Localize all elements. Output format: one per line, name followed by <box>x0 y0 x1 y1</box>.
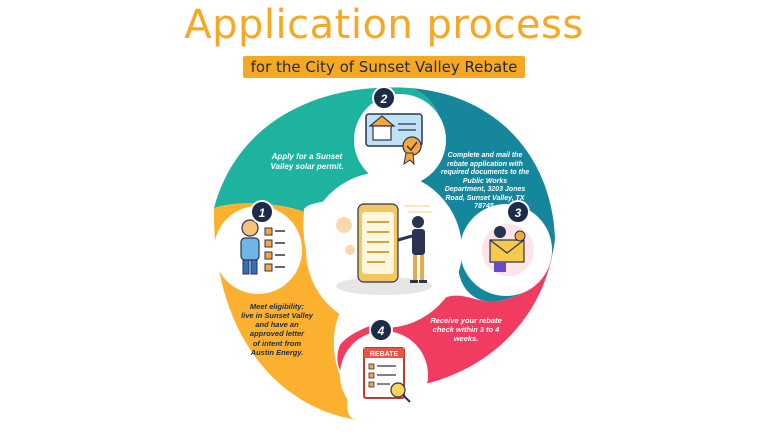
person-checklist-icon <box>240 219 285 275</box>
step-3-number: 3 <box>515 206 522 220</box>
step-3-text: Complete and mail the rebate application… <box>440 152 530 211</box>
step-4-number: 4 <box>377 324 385 338</box>
step-1-number: 1 <box>259 206 266 220</box>
phone-checklist-icon <box>336 203 432 295</box>
badge-step-3: 3 <box>506 200 530 224</box>
house-certificate-icon <box>365 113 423 166</box>
rebate-form-icon: REBATE <box>363 347 411 403</box>
step-4-text: Receive your rebate check within 3 to 4 … <box>430 316 502 344</box>
step-2-text: Apply for a Sunset Valley solar permit. <box>270 152 344 171</box>
page-title: Application process <box>184 2 584 48</box>
subtitle-banner: for the City of Sunset Valley Rebate <box>242 56 526 78</box>
step-2-number: 2 <box>380 92 388 106</box>
badge-step-1: 1 <box>250 200 274 224</box>
step-1-text: Meet eligibility: live in Sunset Valley … <box>241 302 313 357</box>
rebate-form-label: REBATE <box>370 351 399 358</box>
badge-step-4: 4 <box>369 318 393 342</box>
mail-documents-icon <box>482 224 534 276</box>
badge-step-2: 2 <box>372 86 396 110</box>
